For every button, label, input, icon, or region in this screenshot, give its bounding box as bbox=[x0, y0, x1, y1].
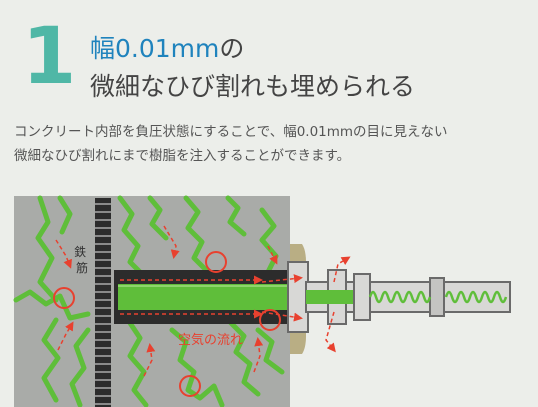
crack bbox=[41, 317, 61, 403]
rebar bbox=[95, 198, 111, 407]
airflow-label: 空気の流れ bbox=[178, 332, 243, 348]
title-line-1: 幅0.01mmの bbox=[90, 30, 415, 68]
airflow-arrows bbox=[55, 225, 351, 377]
injector-head bbox=[353, 273, 371, 321]
airflow-arrow bbox=[163, 225, 180, 259]
crack bbox=[35, 195, 59, 303]
injector-plunger bbox=[429, 277, 445, 317]
rebar-label: 鉄 筋 bbox=[74, 244, 90, 275]
crack-marker bbox=[205, 251, 227, 273]
crack bbox=[147, 195, 169, 241]
step-number: 1 bbox=[22, 12, 77, 102]
rebar-label-bg bbox=[72, 244, 92, 282]
crack bbox=[227, 319, 261, 397]
title-line-1-rest: の bbox=[219, 34, 245, 63]
rebar-label-char-2: 筋 bbox=[76, 260, 88, 275]
resin-fill bbox=[118, 284, 290, 310]
crack bbox=[13, 289, 91, 321]
crack bbox=[69, 327, 91, 407]
description-line-1: コンクリート内部を負圧状態にすることで、幅0.01mmの目に見えない bbox=[14, 124, 448, 140]
airflow-arrow bbox=[325, 311, 336, 353]
crack bbox=[225, 195, 247, 237]
description-line-2: 微細なひび割れにまで樹脂を注入することができます。 bbox=[14, 148, 351, 164]
crack-markers bbox=[53, 251, 281, 397]
crack bbox=[57, 195, 73, 235]
crack-marker bbox=[179, 375, 201, 397]
page-title: 幅0.01mmの 微細なひび割れも埋められる bbox=[90, 30, 415, 106]
crack bbox=[255, 327, 285, 375]
rebar-ribs bbox=[95, 203, 111, 405]
airflow-arrow bbox=[143, 343, 156, 377]
airflow-arrow bbox=[261, 274, 303, 284]
title-line-2: 微細なひび割れも埋められる bbox=[90, 72, 416, 101]
spring-left bbox=[368, 290, 432, 304]
airflow-arrow bbox=[253, 337, 264, 373]
crack-marker bbox=[259, 309, 281, 331]
title-highlight: 幅0.01mm bbox=[90, 34, 220, 63]
crack bbox=[117, 195, 147, 279]
nozzle-inner bbox=[306, 290, 366, 304]
description: コンクリート内部を負圧状態にすることで、幅0.01mmの目に見えない 微細なひび… bbox=[14, 120, 529, 168]
rebar-label-char-1: 鉄 bbox=[74, 244, 86, 259]
spring-right bbox=[444, 290, 508, 304]
airflow-arrow bbox=[57, 321, 74, 351]
crack bbox=[125, 317, 149, 407]
crack bbox=[169, 327, 225, 407]
airflow-arrow bbox=[267, 245, 278, 265]
crack-marker bbox=[53, 287, 75, 309]
